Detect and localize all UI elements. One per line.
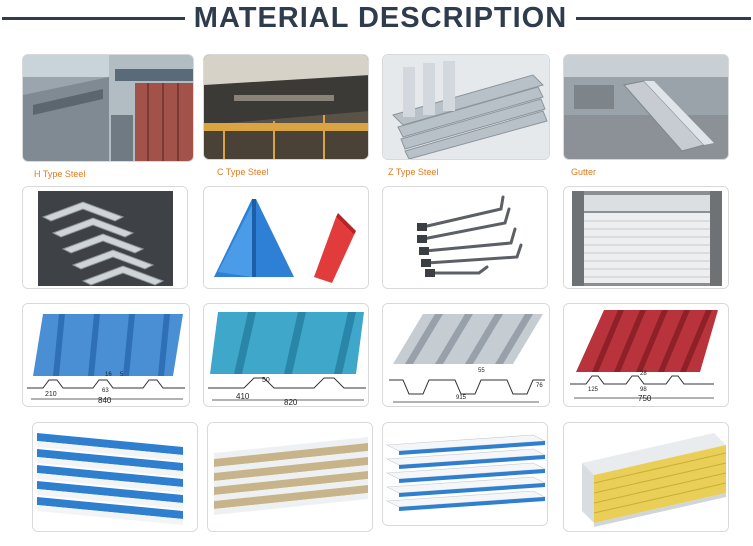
eps-sandwich-panel-image	[32, 422, 198, 532]
section-header: MATERIAL DESCRIPTION	[0, 0, 753, 36]
rock-wool-panel-image	[207, 422, 373, 532]
anchor-bolts-image	[382, 186, 548, 289]
c-type-steel-image	[203, 54, 369, 160]
dim-915-width: 915	[456, 395, 467, 401]
dim-840-rib: 63	[102, 388, 109, 394]
roof-sheet-820-image	[203, 303, 369, 407]
roller-shutter-image	[563, 186, 729, 289]
dim-820-width: 820	[284, 398, 298, 407]
dim-840-width: 840	[98, 396, 112, 405]
pu-sandwich-panel-image	[382, 422, 548, 526]
z-type-steel-image	[382, 54, 550, 160]
angle-steel-image	[22, 186, 188, 289]
dim-915-rib: 55	[478, 368, 485, 374]
caption-c-type-steel: C Type Steel	[217, 167, 269, 177]
ridge-cap-image	[203, 186, 369, 289]
dim-840-pitch: 210	[45, 391, 57, 398]
floor-deck-915-image	[382, 303, 550, 407]
glass-wool-panel-image	[563, 422, 729, 532]
roof-sheet-750-image	[563, 303, 729, 407]
dim-915-height: 76	[536, 383, 543, 389]
roof-sheet-840-image	[22, 303, 190, 407]
header-line-right	[576, 17, 751, 20]
caption-z-type-steel: Z Type Steel	[388, 167, 439, 177]
dim-840-height: 5	[120, 372, 124, 378]
dim-820-pitch: 410	[236, 392, 250, 401]
dim-820-height: 50	[262, 377, 270, 384]
dim-750-width: 750	[638, 394, 652, 403]
dim-750-pitch: 125	[588, 387, 599, 393]
dim-750-rib: 98	[640, 387, 647, 393]
caption-gutter: Gutter	[571, 167, 597, 177]
dim-840-top: 16	[105, 372, 112, 378]
gutter-image	[563, 54, 729, 160]
header-line-left	[2, 17, 185, 20]
h-type-steel-image	[22, 54, 194, 162]
page-title: MATERIAL DESCRIPTION	[193, 2, 568, 34]
dim-750-height: 28	[640, 371, 647, 377]
caption-h-type-steel: H Type Steel	[34, 169, 86, 179]
